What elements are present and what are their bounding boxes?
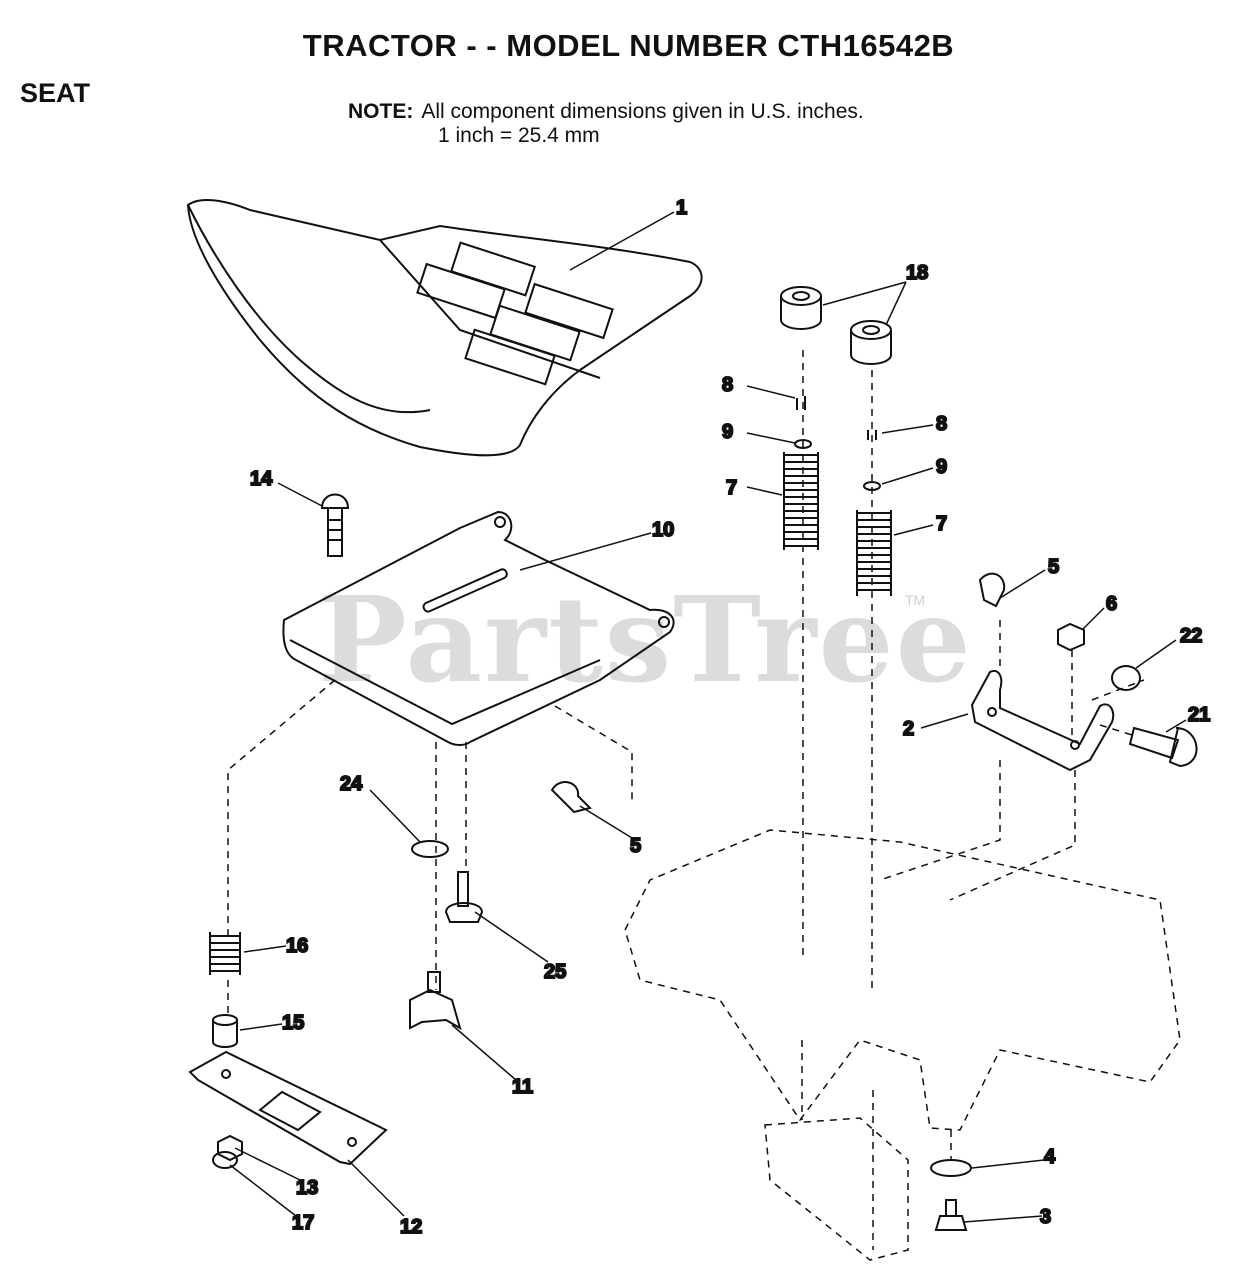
clip-5-lower[interactable] <box>550 781 592 814</box>
spacer-15-part[interactable] <box>212 1014 238 1048</box>
nut-17-part[interactable] <box>212 1151 238 1169</box>
clip-5-upper[interactable] <box>978 572 1006 608</box>
callout-17: 17 <box>292 1212 314 1234</box>
callout-7-left: 7 <box>726 477 737 499</box>
callout-10: 10 <box>652 519 674 541</box>
callout-18: 18 <box>906 262 928 284</box>
watermark: PartsTree <box>318 570 973 709</box>
callout-16: 16 <box>286 935 308 957</box>
page-title: TRACTOR - - MODEL NUMBER CTH16542B <box>302 28 955 63</box>
callout-25: 25 <box>544 961 566 983</box>
washer-24-part[interactable] <box>411 840 449 858</box>
callout-4: 4 <box>1044 1146 1056 1168</box>
spring-right-part[interactable] <box>856 510 892 596</box>
callout-24: 24 <box>340 773 363 795</box>
callout-15: 15 <box>282 1012 304 1034</box>
spring-16-part[interactable] <box>209 932 241 975</box>
slide-plate-part[interactable] <box>188 1050 388 1166</box>
callout-7-right: 7 <box>936 513 947 535</box>
seat-pan-part[interactable] <box>282 510 675 746</box>
bolt-8-left[interactable] <box>796 396 806 410</box>
callout-9-left: 9 <box>722 421 733 443</box>
callout-22: 22 <box>1180 625 1202 647</box>
callout-5-upper: 5 <box>1048 556 1059 578</box>
bolt-3-part[interactable] <box>934 1199 968 1231</box>
nut-22-part[interactable] <box>1111 665 1141 691</box>
bolt-8-right[interactable] <box>867 430 877 440</box>
callout-5-lower: 5 <box>630 835 641 857</box>
callout-1: 1 <box>676 197 687 219</box>
spacer-left-part[interactable] <box>780 286 822 330</box>
callout-8-right: 8 <box>936 413 947 435</box>
seat-bracket-part[interactable] <box>970 670 1115 772</box>
tractor-frame-outline <box>227 350 1181 1261</box>
callout-6: 6 <box>1106 593 1117 615</box>
callout-14: 14 <box>250 468 273 490</box>
note-line-2: 1 inch = 25.4 mm <box>438 124 600 147</box>
callout-11: 11 <box>512 1076 533 1098</box>
nut-6-part[interactable] <box>1057 622 1085 652</box>
callout-2: 2 <box>903 718 914 740</box>
callout-3: 3 <box>1040 1206 1051 1228</box>
carriage-bolt-part[interactable] <box>320 493 350 557</box>
bolt-25-part[interactable] <box>444 871 484 923</box>
nut-13-part[interactable] <box>217 1134 243 1162</box>
spring-left-part[interactable] <box>783 452 819 550</box>
seat-part[interactable] <box>186 199 703 457</box>
callout-21: 21 <box>1188 704 1210 726</box>
watermark-trademark: TM <box>905 592 926 608</box>
leader-lines <box>229 211 1187 1223</box>
washer-4-part[interactable] <box>930 1159 972 1177</box>
note-label: NOTE: <box>348 100 414 123</box>
callout-13: 13 <box>296 1177 318 1199</box>
callout-9-right: 9 <box>936 456 947 478</box>
adjustment-knob-part[interactable] <box>409 971 462 1031</box>
section-label: SEAT <box>20 78 91 108</box>
shoulder-bolt-21-part[interactable] <box>1128 726 1198 768</box>
dimension-note: NOTE: All component dimensions given in U… <box>348 100 864 148</box>
spacer-right-part[interactable] <box>850 320 892 365</box>
callout-12: 12 <box>400 1216 422 1238</box>
note-line-1: All component dimensions given in U.S. i… <box>421 100 864 123</box>
callout-8-left: 8 <box>722 374 733 396</box>
